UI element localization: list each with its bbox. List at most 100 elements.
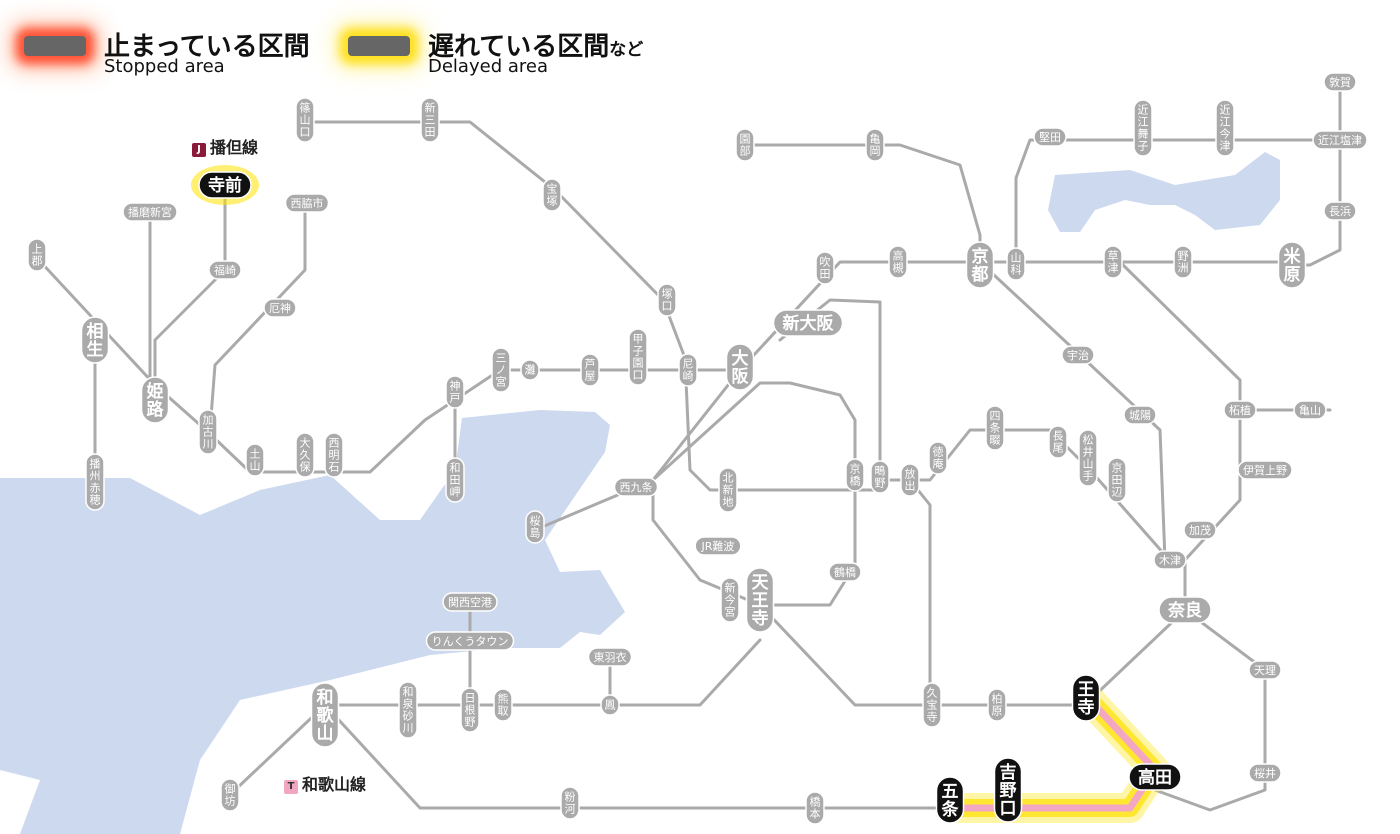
station-kusatsu[interactable]: 草津 <box>1103 245 1123 279</box>
station-aioi[interactable]: 相生 <box>80 316 110 364</box>
station-jrnamba[interactable]: JR難波 <box>694 536 742 556</box>
station-higashihagoromo[interactable]: 東羽衣 <box>587 647 633 667</box>
station-kansaikuko[interactable]: 関西空港 <box>442 592 498 612</box>
station-hinenoda[interactable]: 日根野 <box>460 687 480 733</box>
station-name: 北新地 <box>723 472 734 509</box>
station-kyoto[interactable]: 京都 <box>965 241 995 289</box>
station-kamigori[interactable]: 上郡 <box>27 238 47 272</box>
station-sasayamaguchi[interactable]: 篠山口 <box>295 97 315 143</box>
station-matsuiyamate[interactable]: 松井山手 <box>1078 429 1098 487</box>
station-kumatori[interactable]: 熊取 <box>493 688 513 722</box>
station-kameoka[interactable]: 亀岡 <box>865 128 885 162</box>
station-izumisunagawa[interactable]: 和泉砂川 <box>398 681 418 739</box>
station-name: 近江塩津 <box>1318 133 1362 147</box>
station-amagasaki[interactable]: 尼崎 <box>678 353 698 387</box>
station-takatsuki[interactable]: 高槻 <box>888 245 908 279</box>
station-kizuriyamamoto[interactable]: 鴫野 <box>870 460 890 494</box>
station-suita[interactable]: 吹田 <box>815 251 835 285</box>
station-name: 徳庵 <box>933 446 944 471</box>
station-yoshinoguchi[interactable]: 吉野口 <box>993 757 1023 823</box>
station-kobe[interactable]: 神戸 <box>445 375 465 409</box>
station-oji[interactable]: 王寺 <box>1071 674 1101 722</box>
station-tennoji[interactable]: 天王寺 <box>745 567 775 633</box>
station-osaka[interactable]: 大阪 <box>725 343 755 391</box>
station-harimashingu[interactable]: 播磨新宮 <box>122 202 178 222</box>
station-tenri[interactable]: 天理 <box>1248 660 1282 680</box>
station-kyobashi[interactable]: 京橋 <box>845 458 865 492</box>
station-rinkutown[interactable]: りんくうタウン <box>425 631 515 651</box>
station-konagawa[interactable]: 粉河 <box>560 786 580 820</box>
station-fukusaki[interactable]: 福崎 <box>208 260 242 280</box>
station-otori[interactable]: 鳳 <box>600 694 620 716</box>
station-maibara[interactable]: 米原 <box>1277 241 1307 289</box>
station-gobo[interactable]: 御坊 <box>220 778 240 812</box>
station-katata[interactable]: 堅田 <box>1033 127 1067 147</box>
station-hashimoto[interactable]: 橋本 <box>805 791 825 825</box>
station-takarazuka[interactable]: 宝塚 <box>542 178 562 212</box>
station-name: 上郡 <box>32 243 43 268</box>
station-koshienguchi[interactable]: 甲子園口 <box>628 328 648 386</box>
station-box <box>718 467 738 513</box>
station-ashiya[interactable]: 芦屋 <box>580 353 600 387</box>
station-sannomiya[interactable]: 三ノ宮 <box>491 347 511 393</box>
station-tokuan[interactable]: 徳庵 <box>928 441 948 475</box>
station-sakurai[interactable]: 桜井 <box>1248 763 1282 783</box>
station-sonobe[interactable]: 園部 <box>735 128 755 162</box>
station-nara[interactable]: 奈良 <box>1158 596 1212 624</box>
station-name: 西明石 <box>329 437 340 474</box>
station-takada[interactable]: 高田 <box>1128 763 1182 791</box>
station-nagahama[interactable]: 長浜 <box>1323 201 1357 221</box>
station-kyujoji[interactable]: 久宝寺 <box>922 682 942 728</box>
station-tsuge[interactable]: 柘植 <box>1223 400 1257 420</box>
station-nishiwakishi[interactable]: 西脇市 <box>284 193 330 213</box>
station-nishiakashi[interactable]: 西明石 <box>324 432 344 478</box>
station-box <box>1312 130 1368 150</box>
station-wadamisaki[interactable]: 和田岬 <box>445 457 465 503</box>
station-name: 天理 <box>1254 664 1276 677</box>
station-tsuruga[interactable]: 敦賀 <box>1323 72 1357 92</box>
station-omiimazu[interactable]: 近江今津 <box>1215 99 1235 157</box>
station-johoku[interactable]: 城陽 <box>1123 405 1157 425</box>
station-shinosaka[interactable]: 新大阪 <box>772 309 844 337</box>
station-name: 宝塚 <box>547 182 558 208</box>
station-himeji[interactable]: 姫路 <box>140 376 170 424</box>
station-nishikujo[interactable]: 西九条 <box>613 477 659 497</box>
station-name: 木津 <box>1159 554 1181 567</box>
station-okubo[interactable]: 大久保 <box>295 432 315 478</box>
station-yamashina[interactable]: 山科 <box>1006 247 1026 281</box>
station-kitashinchi[interactable]: 北新地 <box>718 467 738 513</box>
station-yakujin[interactable]: 厄神 <box>263 298 297 318</box>
station-shinsanda[interactable]: 新三田 <box>420 97 440 143</box>
station-gojo[interactable]: 五条 <box>935 776 965 824</box>
station-kamo[interactable]: 加茂 <box>1183 520 1217 540</box>
station-box <box>657 283 677 317</box>
station-tsuruhashi[interactable]: 鶴橋 <box>828 562 862 582</box>
station-yasu[interactable]: 野洲 <box>1173 245 1193 279</box>
station-kashiwara[interactable]: 柏原 <box>987 688 1007 722</box>
station-omishiotsu[interactable]: 近江塩津 <box>1312 130 1368 150</box>
station-sakurajima[interactable]: 桜島 <box>525 510 545 544</box>
station-wakayama[interactable]: 和歌山 <box>310 682 340 748</box>
station-tsuchiyama[interactable]: 土山 <box>245 443 265 477</box>
station-name: 播磨新宮 <box>128 205 172 219</box>
station-iga_ueno[interactable]: 伊賀上野 <box>1237 460 1293 480</box>
station-tsukaguchi[interactable]: 塚口 <box>657 283 677 317</box>
station-banshuako[interactable]: 播州赤穂 <box>85 453 105 511</box>
station-nada[interactable]: 灘 <box>520 359 540 381</box>
station-kameyama[interactable]: 亀山 <box>1293 400 1327 420</box>
station-nagao[interactable]: 長尾 <box>1048 425 1068 459</box>
station-kakogawa[interactable]: 加古川 <box>198 409 218 455</box>
station-kyotanabe[interactable]: 京田辺 <box>1107 457 1127 503</box>
station-hanaten[interactable]: 放出 <box>900 463 920 497</box>
station-omimaiko[interactable]: 近江舞子 <box>1133 99 1153 157</box>
station-teramae[interactable]: 寺前 <box>198 171 252 199</box>
station-name: 相生 <box>87 321 104 360</box>
station-uji[interactable]: 宇治 <box>1061 345 1095 365</box>
station-name: 新今宮 <box>725 581 736 619</box>
station-shijonawate[interactable]: 四条畷 <box>985 405 1005 451</box>
station-box <box>694 536 742 556</box>
station-kizu[interactable]: 木津 <box>1153 550 1187 570</box>
station-shinimamiya[interactable]: 新今宮 <box>720 577 740 623</box>
